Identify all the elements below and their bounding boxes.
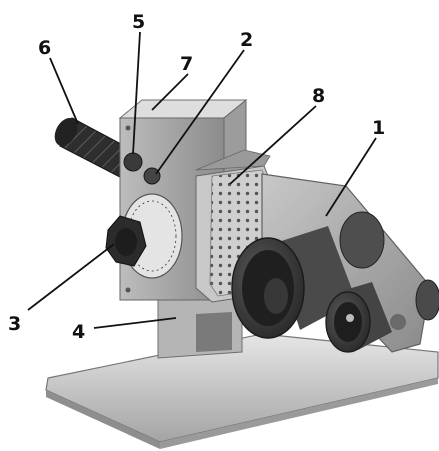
callout-7: 7 [180, 53, 193, 75]
thermostat-dial [105, 193, 183, 279]
callout-3: 3 [8, 313, 21, 335]
leader-4 [93, 317, 177, 329]
leader-3 [27, 243, 115, 311]
callout-labels: 1 2 3 4 5 6 7 8 [8, 11, 385, 343]
leader-2 [155, 49, 245, 175]
callout-8: 8 [312, 85, 325, 107]
leader-5 [132, 31, 141, 155]
callout-2: 2 [240, 29, 253, 51]
callout-4: 4 [72, 321, 85, 343]
stand-post [157, 287, 254, 359]
leader-8 [229, 105, 317, 185]
leader-6 [49, 57, 79, 125]
leader-1 [325, 137, 377, 217]
callout-5: 5 [132, 11, 145, 33]
indicator-lamps [123, 152, 161, 185]
callout-6: 6 [38, 37, 51, 59]
base-plate [45, 333, 439, 449]
leader-7 [151, 73, 189, 111]
rear-cylinder [339, 211, 439, 321]
small-socket-nozzle [325, 282, 392, 353]
leader-lines [27, 31, 377, 329]
callout-1: 1 [372, 117, 385, 139]
